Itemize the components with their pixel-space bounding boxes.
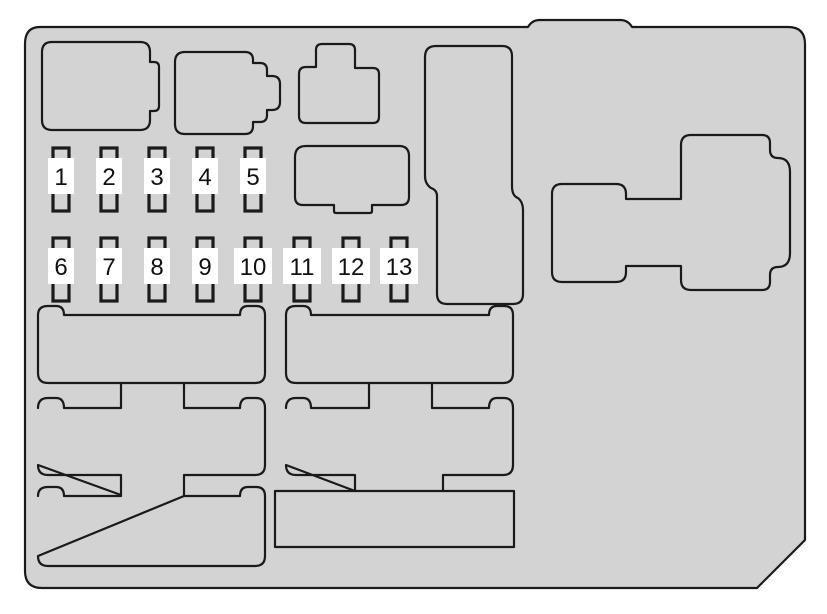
tall-relay-socket	[423, 44, 525, 306]
fuse-1: 1	[48, 146, 74, 213]
fuse-panel-body	[23, 18, 807, 590]
fuse-number-label: 13	[386, 254, 413, 281]
fuse-2-label-bg	[96, 158, 122, 194]
bottom-socket-left-1	[36, 304, 267, 385]
large-relay-socket-right	[550, 133, 792, 292]
fuse-6: 6	[48, 236, 74, 303]
fuse-12: 12	[332, 236, 370, 303]
bottom-connector-block	[273, 489, 516, 549]
fuse-number-label: 5	[246, 164, 259, 191]
bottom-socket-left-2	[36, 382, 267, 497]
fuse-number-label: 8	[150, 254, 163, 281]
fuse-number-label: 9	[198, 254, 211, 281]
fuse-5: 5	[240, 146, 266, 213]
fuse-number-label: 2	[102, 164, 115, 191]
fuse-3: 3	[144, 146, 170, 213]
fuse-6-label-bg	[48, 248, 74, 284]
fuse-10-label-bg	[234, 248, 272, 284]
connector-slot	[293, 144, 411, 215]
relay-socket-top-2	[173, 50, 282, 136]
bottom-socket-middle-2	[284, 382, 515, 493]
fuse-2: 2	[96, 146, 122, 213]
fuse-13: 13	[380, 236, 418, 303]
fuse-10: 10	[234, 236, 272, 303]
fuse-5-label-bg	[240, 158, 266, 194]
fuse-number-label: 1	[54, 164, 67, 191]
fuse-number-label: 11	[290, 254, 315, 281]
fuse-13-label-bg	[380, 248, 418, 284]
fuse-number-label: 4	[198, 164, 211, 191]
fuse-9-label-bg	[192, 248, 218, 284]
fuse-9: 9	[192, 236, 218, 303]
fuse-11-label-bg	[283, 248, 321, 284]
bottom-socket-middle-1	[284, 304, 515, 385]
fuse-7-label-bg	[96, 248, 122, 284]
fuse-number-label: 10	[240, 254, 267, 281]
fuse-8-label-bg	[144, 248, 170, 284]
fuse-8: 8	[144, 236, 170, 303]
fuse-4: 4	[192, 146, 218, 213]
fuse-7: 7	[96, 236, 122, 303]
relay-socket-top-3	[297, 42, 381, 125]
fuse-1-label-bg	[48, 158, 74, 194]
fuse-number-label: 6	[54, 254, 67, 281]
fuse-11: 11	[283, 236, 321, 303]
fuse-number-label: 3	[150, 164, 163, 191]
fuse-12-label-bg	[332, 248, 370, 284]
fuse-4-label-bg	[192, 158, 218, 194]
relay-socket-top-1	[40, 40, 161, 132]
fuse-number-label: 12	[338, 254, 365, 281]
fuse-3-label-bg	[144, 158, 170, 194]
bottom-socket-left-3	[36, 485, 267, 568]
fuse-number-label: 7	[102, 254, 115, 281]
